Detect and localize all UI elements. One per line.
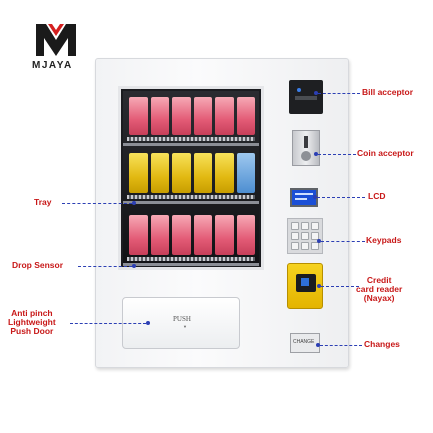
snack-product (129, 215, 148, 255)
tray-shelf (123, 143, 259, 146)
spiral-coil (127, 137, 255, 141)
push-door-pointer (146, 321, 150, 325)
snack-product (215, 215, 234, 255)
coin-slot (304, 136, 308, 148)
spiral-coil (127, 195, 255, 199)
snack-product (129, 97, 148, 135)
callout-coin-acceptor: Coin acceptor (357, 148, 414, 158)
keypad-key[interactable] (301, 242, 309, 250)
keypad-key[interactable] (301, 232, 309, 240)
keypad-key[interactable] (301, 222, 309, 230)
changes-leader (320, 345, 362, 346)
brand-name: MJAYA (32, 60, 73, 71)
lcd-pointer (313, 195, 317, 199)
snack-product (236, 97, 255, 135)
card-reader-screen (296, 274, 316, 292)
snack-product (150, 153, 169, 193)
callout-keypads: Keypads (366, 235, 402, 245)
product-display-window (118, 86, 264, 270)
keypad-key[interactable] (291, 242, 299, 250)
brand-logo: MJAYA (32, 22, 80, 77)
snack-product (236, 153, 255, 193)
callout-changes: Changes (364, 339, 400, 349)
drop-sensor-pointer (132, 264, 136, 268)
push-door-label: PUSH (173, 315, 191, 323)
lcd-leader (317, 197, 365, 198)
callout-credit-card-reader: Credit card reader (Nayax) (356, 275, 403, 303)
coin-acceptor[interactable] (292, 130, 320, 166)
snack-product (215, 153, 234, 193)
change-tray-label: CHANGE (293, 339, 315, 345)
snack-product (172, 153, 191, 193)
keypad-key[interactable] (311, 222, 319, 230)
callout-anti-pinch-door: Anti pinch Lightweight Push Door (8, 308, 56, 336)
card-reader-pointer (317, 284, 321, 288)
drop-sensor-leader (78, 266, 132, 267)
keypads-pointer (317, 239, 321, 243)
coin-return-button[interactable] (301, 151, 311, 161)
product-row (129, 97, 255, 135)
product-row (129, 153, 255, 193)
bill-acceptor-leader (318, 93, 360, 94)
bill-acceptor-pointer (314, 91, 318, 95)
keypad-key[interactable] (311, 242, 319, 250)
snack-product (193, 215, 212, 255)
snack-product (193, 153, 212, 193)
tray-shelf (123, 201, 259, 204)
keypad-key[interactable] (311, 232, 319, 240)
chevron-down-icon: ▼ (183, 324, 187, 329)
lcd-screen (290, 188, 318, 207)
snack-product (172, 215, 191, 255)
change-tray[interactable]: CHANGE (290, 333, 320, 353)
callout-bill-acceptor: Bill acceptor (362, 87, 414, 97)
keypad-key[interactable] (291, 222, 299, 230)
keypad[interactable] (287, 218, 323, 254)
spiral-coil (127, 257, 255, 261)
snack-product (129, 153, 148, 193)
keypads-leader (321, 241, 365, 242)
callout-lcd: LCD (368, 191, 386, 201)
snack-product (150, 97, 169, 135)
snack-product (215, 97, 234, 135)
status-led-icon (297, 88, 301, 92)
bill-acceptor[interactable] (289, 80, 323, 114)
lcd-line (295, 198, 307, 200)
snack-product (193, 97, 212, 135)
tray-pointer (132, 201, 136, 205)
display-glass (123, 91, 259, 266)
changes-pointer (316, 343, 320, 347)
snack-product (172, 97, 191, 135)
lcd-line (295, 193, 313, 195)
drop-sensor-bar (123, 263, 259, 266)
callout-drop-sensor: Drop Sensor (12, 260, 64, 270)
bill-slot (295, 96, 317, 100)
tray-leader (62, 203, 132, 204)
snack-product (150, 215, 169, 255)
product-row (129, 215, 255, 255)
coin-acceptor-pointer (314, 152, 318, 156)
callout-tray: Tray (34, 197, 52, 207)
snack-product (236, 215, 255, 255)
card-reader-leader (321, 286, 359, 287)
keypad-key[interactable] (291, 232, 299, 240)
mjaya-logo-icon (36, 24, 76, 56)
coin-acceptor-leader (318, 154, 356, 155)
push-door-leader (70, 323, 146, 324)
